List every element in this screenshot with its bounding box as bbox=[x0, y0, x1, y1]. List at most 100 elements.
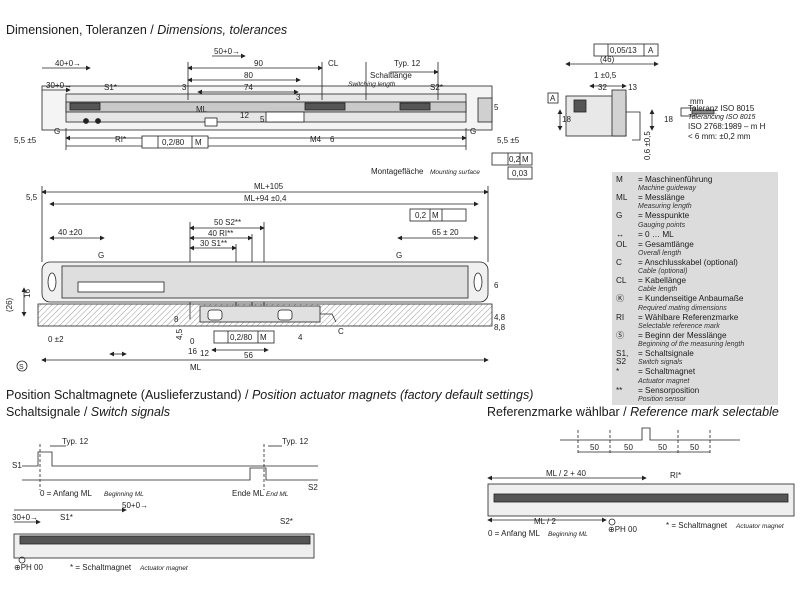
legend-desc-en: Cable length bbox=[638, 286, 678, 294]
switching-length-label: Schaltlänge bbox=[370, 71, 412, 80]
ref-d50-1: 50 bbox=[590, 443, 599, 452]
dim-30: 30+0→ bbox=[46, 81, 72, 90]
legend-desc-de: = Schaltmagnet bbox=[638, 367, 696, 377]
front-par-m: M bbox=[260, 333, 267, 342]
front-ml: ML bbox=[190, 363, 202, 372]
legend-key: RI bbox=[616, 312, 625, 322]
tol-par-m: M bbox=[522, 155, 529, 164]
dim-12: 12 bbox=[240, 111, 249, 120]
ref-ri: RI* bbox=[670, 471, 681, 480]
legend-desc-en: Selectable reference mark bbox=[638, 322, 720, 330]
dim-3-left: 3 bbox=[182, 83, 187, 92]
front-dim-8-8: 8,8 bbox=[494, 323, 506, 332]
front-dim-0-2: 0 ±2 bbox=[48, 335, 64, 344]
front-ml105: ML+105 bbox=[254, 182, 284, 191]
legend-desc-de: = Messlänge bbox=[638, 193, 685, 203]
legend-key: S1, S2 bbox=[616, 349, 629, 367]
ref-magnet-de: * = Schaltmagnet bbox=[666, 521, 728, 530]
legend-desc-en: Required mating dimensions bbox=[638, 304, 727, 312]
front-view bbox=[16, 186, 493, 372]
front-dim-65-20: 65 ± 20 bbox=[432, 228, 459, 237]
switching-length-en: Switching length bbox=[348, 81, 396, 88]
dim-74: 74 bbox=[244, 83, 253, 92]
legend-item: C= Anschlusskabel (optional)Cable (optio… bbox=[616, 258, 774, 275]
front-dim-26: (26) bbox=[5, 297, 14, 312]
front-dim-5-5: 5,5 bbox=[26, 193, 38, 202]
s1-label: S1* bbox=[104, 83, 117, 92]
ref-d50-4: 50 bbox=[690, 443, 699, 452]
tol-par: 0,2 bbox=[509, 155, 521, 164]
switch-s2: S2 bbox=[308, 483, 318, 492]
legend-key: ML bbox=[616, 193, 628, 203]
dim-80: 80 bbox=[244, 71, 253, 80]
legend-item: ↔= 0 … ML bbox=[616, 230, 774, 239]
legend-desc-en: Overall length bbox=[638, 250, 682, 258]
dim-5-5-left: 5,5 ±5 bbox=[14, 136, 37, 145]
tol-flat: 0,03 bbox=[512, 169, 528, 178]
switch-begin-en: Beginning ML bbox=[104, 491, 144, 498]
dimensions-heading: Dimensionen, Toleranzen / Dimensions, to… bbox=[6, 23, 288, 37]
front-dim-4-8: 4,8 bbox=[494, 313, 506, 322]
legend-key: G bbox=[616, 211, 623, 221]
front-par: 0,2/80 bbox=[230, 333, 253, 342]
mounting-surface-en: Mounting surface bbox=[430, 169, 480, 176]
front-dim-0: 0 bbox=[190, 337, 195, 346]
switch-s2-star: S2* bbox=[280, 517, 293, 526]
legend-key: * bbox=[616, 367, 620, 377]
top-view bbox=[41, 53, 533, 180]
legend-key: ** bbox=[616, 385, 623, 395]
front-dim-16: 16 bbox=[23, 289, 32, 298]
par-m: M bbox=[195, 138, 202, 147]
legend-key: M bbox=[616, 175, 623, 184]
front-dim-4-5: 4,5 bbox=[175, 328, 184, 340]
switch-magnet-en: Actuator magnet bbox=[139, 565, 189, 572]
legend-desc-de: = Schaltsignale bbox=[638, 349, 694, 359]
g-right: G bbox=[470, 127, 476, 136]
front-dim-4: 4 bbox=[298, 333, 303, 342]
ref-begin-en: Beginning ML bbox=[548, 531, 588, 538]
front-dim-50-s2: 50 S2** bbox=[214, 218, 241, 227]
ref-ml2-40: ML / 2 + 40 bbox=[546, 469, 587, 478]
legend-desc-de: = Sensorposition bbox=[638, 385, 700, 395]
dim-5-5-right: 5,5 ±5 bbox=[497, 136, 520, 145]
legend-desc: = 0 … ML bbox=[638, 230, 774, 239]
side-dim-46: (46) bbox=[600, 55, 615, 64]
reference-mark-heading: Referenzmarke wählbar / Reference mark s… bbox=[487, 405, 779, 419]
dim-40: 40+0→ bbox=[55, 59, 81, 68]
mm-label: mm bbox=[690, 97, 704, 106]
front-dim-40-20: 40 ±20 bbox=[58, 228, 83, 237]
dim-3-right: 3 bbox=[296, 93, 301, 102]
switch-signals-diagram bbox=[13, 444, 318, 564]
front-dim-6: 6 bbox=[494, 281, 499, 290]
tolerance-note: Toleranz ISO 8015 Tolerancing ISO 8015 I… bbox=[688, 104, 765, 141]
switch-signals-heading: Schaltsignale / Switch signals bbox=[6, 405, 170, 419]
side-dim-13: 13 bbox=[628, 83, 637, 92]
ref-ph00: ⊕PH 00 bbox=[608, 525, 637, 534]
dim-5b: 5 bbox=[494, 103, 499, 112]
ref-begin-de: 0 = Anfang ML bbox=[488, 529, 540, 538]
legend-desc-de: = Beginn der Messlänge bbox=[638, 330, 727, 340]
tolerance-line-4: < 6 mm: ±0,2 mm bbox=[688, 131, 751, 141]
dim-typ12: Typ. 12 bbox=[394, 59, 421, 68]
dim-6: 6 bbox=[330, 135, 335, 144]
ref-d50-2: 50 bbox=[624, 443, 633, 452]
